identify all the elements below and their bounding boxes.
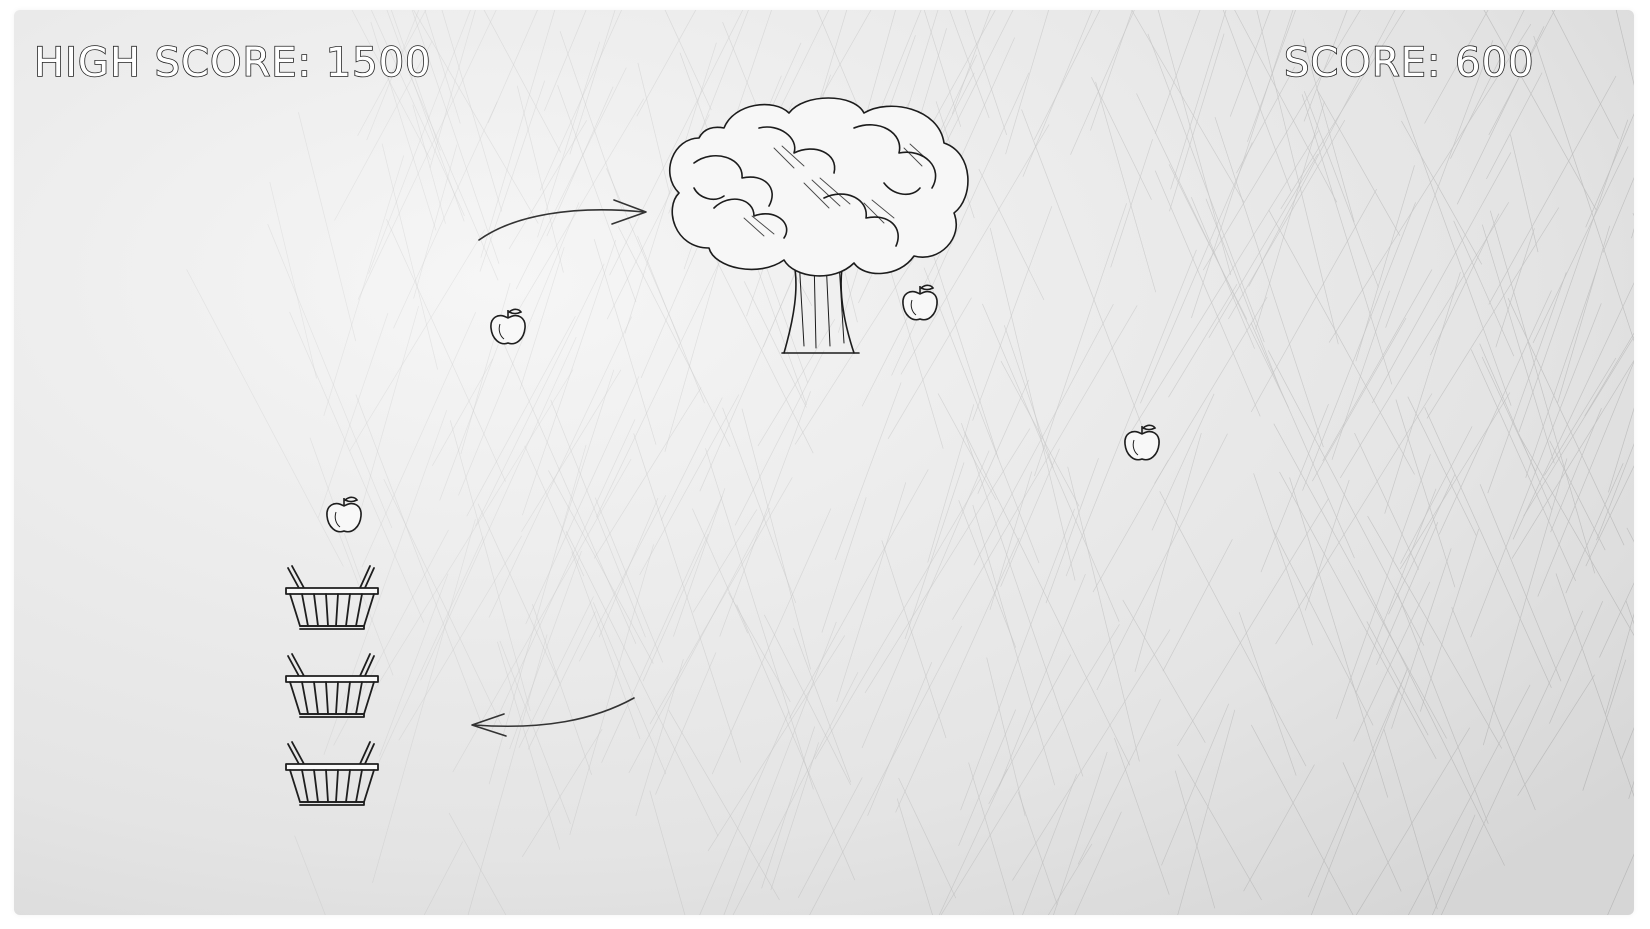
score-label: SCORE: 600 [1283, 39, 1535, 87]
apple-icon[interactable] [324, 494, 364, 536]
arrow-icon [471, 697, 635, 737]
apple-icon[interactable] [488, 306, 528, 348]
game-canvas[interactable]: HIGH SCORE: 1500 SCORE: 600 [14, 10, 1634, 915]
apple-icon[interactable] [900, 282, 940, 324]
basket-icon[interactable] [282, 558, 382, 630]
basket-icon[interactable] [282, 734, 382, 806]
basket-icon[interactable] [282, 646, 382, 718]
arrow-icon [478, 199, 647, 241]
tree-icon [668, 97, 969, 354]
high-score-label: HIGH SCORE: 1500 [33, 39, 432, 87]
apple-icon[interactable] [1122, 422, 1162, 464]
